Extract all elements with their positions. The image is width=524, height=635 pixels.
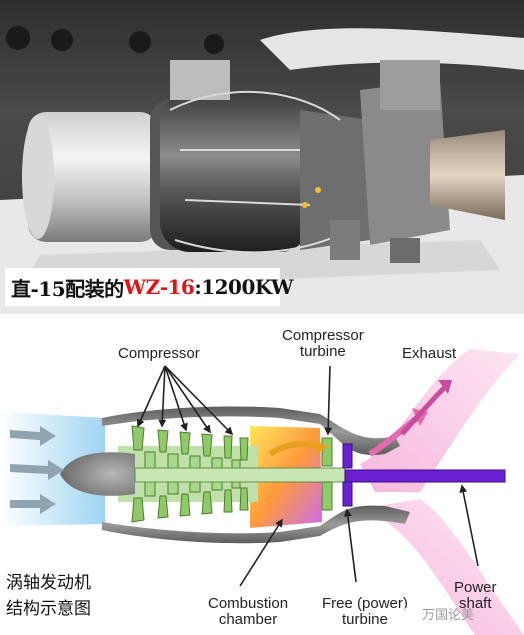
diagram-title-line1: 涡轴发动机 [6, 573, 91, 593]
exhaust-flow [360, 349, 520, 492]
label-compressor: Compressor [118, 345, 200, 362]
power-shaft [344, 469, 506, 483]
label-free-turbine: Free (power) turbine [322, 595, 408, 628]
engine-body [22, 60, 505, 263]
lower-casing [102, 505, 410, 544]
label-power-shaft: Power shaft [454, 579, 497, 612]
diagram-title-line2: 结构示意图 [6, 599, 91, 619]
wechat-icon [402, 606, 418, 621]
upper-casing [102, 406, 400, 455]
watermark: 万国论美 [402, 604, 474, 623]
watermark-text: 万国论美 [422, 608, 475, 623]
compressor-turbine-stage [321, 437, 333, 511]
label-compressor-turbine: Compressor turbine [282, 327, 364, 360]
intake-arrows [10, 426, 64, 514]
label-exhaust: Exhaust [402, 345, 457, 362]
compressor-stages [131, 425, 249, 523]
turboshaft-diagram: Compressor Compressor turbine Exhaust Co… [0, 314, 524, 635]
compressor-shaft [134, 467, 346, 483]
inlet-spinner [60, 452, 135, 496]
leader-lines [136, 365, 479, 587]
caption-suffix: :1200KW [194, 275, 294, 299]
caption-prefix: 直-15配装的 [11, 276, 124, 301]
caption-model: WZ-16 [123, 275, 195, 299]
label-combustion-chamber: Combustion chamber [208, 595, 289, 628]
